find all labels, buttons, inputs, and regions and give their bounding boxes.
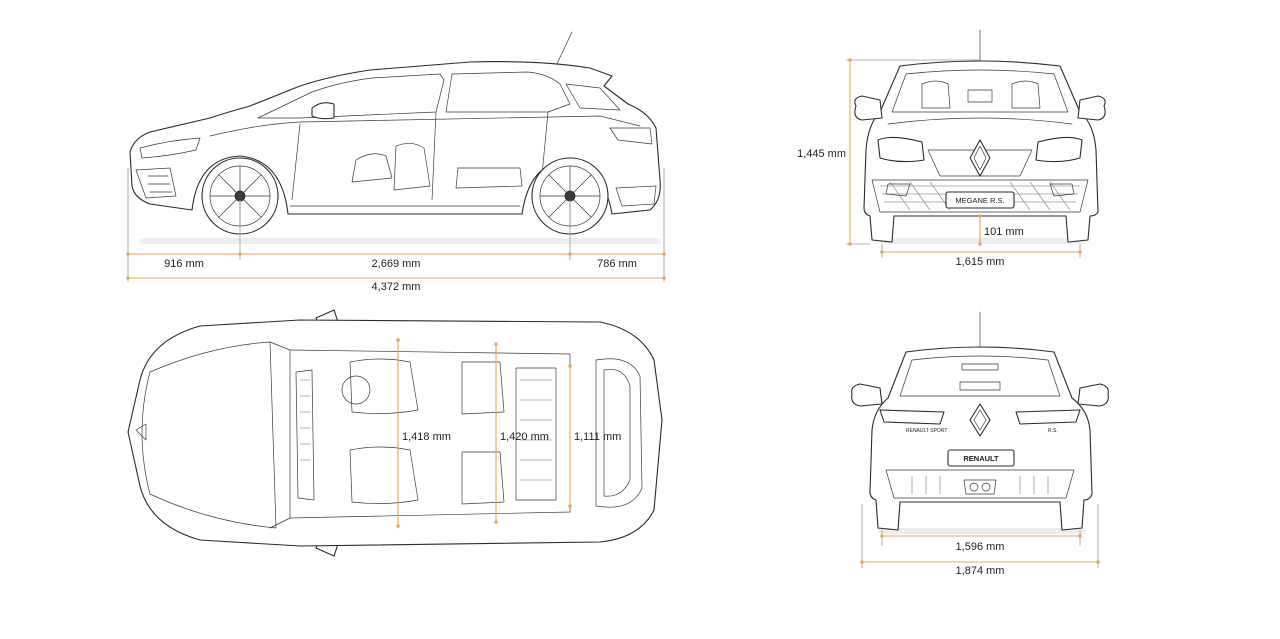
front-view-car: MEGANE R.S.: [854, 29, 1106, 244]
height-label: 1,445 mm: [797, 148, 846, 160]
overall-width-label: 1,874 mm: [956, 565, 1005, 577]
rear-view-car: RENAULT SPORT R.S. RENAULT: [851, 311, 1109, 534]
side-view-car: [129, 31, 661, 244]
front-track-label: 1,615 mm: [956, 256, 1005, 268]
wheelbase-label: 2,669 mm: [372, 258, 421, 270]
rear-overhang-label: 786 mm: [597, 258, 637, 270]
rear-plate-text: RENAULT: [963, 454, 999, 463]
overall-length-label: 4,372 mm: [372, 281, 421, 293]
ground-clearance-label: 101 mm: [984, 226, 1024, 238]
rear-right-badge-text: R.S.: [1048, 428, 1058, 434]
side-view-dimensions: 916 mm 2,669 mm 786 mm 4,372 mm: [126, 168, 666, 293]
rear-left-badge-text: RENAULT SPORT: [906, 428, 947, 434]
front-interior-width-label: 1,418 mm: [402, 431, 451, 443]
top-view-dimensions: 1,418 mm 1,420 mm 1,111 mm: [396, 338, 621, 528]
rear-view-dimensions: 1,596 mm 1,874 mm: [860, 504, 1100, 577]
front-badge-text: MEGANE R.S.: [955, 196, 1004, 205]
boot-width-label: 1,111 mm: [574, 431, 621, 443]
rear-track-label: 1,596 mm: [956, 541, 1005, 553]
front-overhang-label: 916 mm: [164, 258, 204, 270]
rear-interior-width-label: 1,420 mm: [500, 431, 549, 443]
front-view-dimensions: 1,445 mm 101 mm 1,615 mm: [797, 58, 1082, 268]
